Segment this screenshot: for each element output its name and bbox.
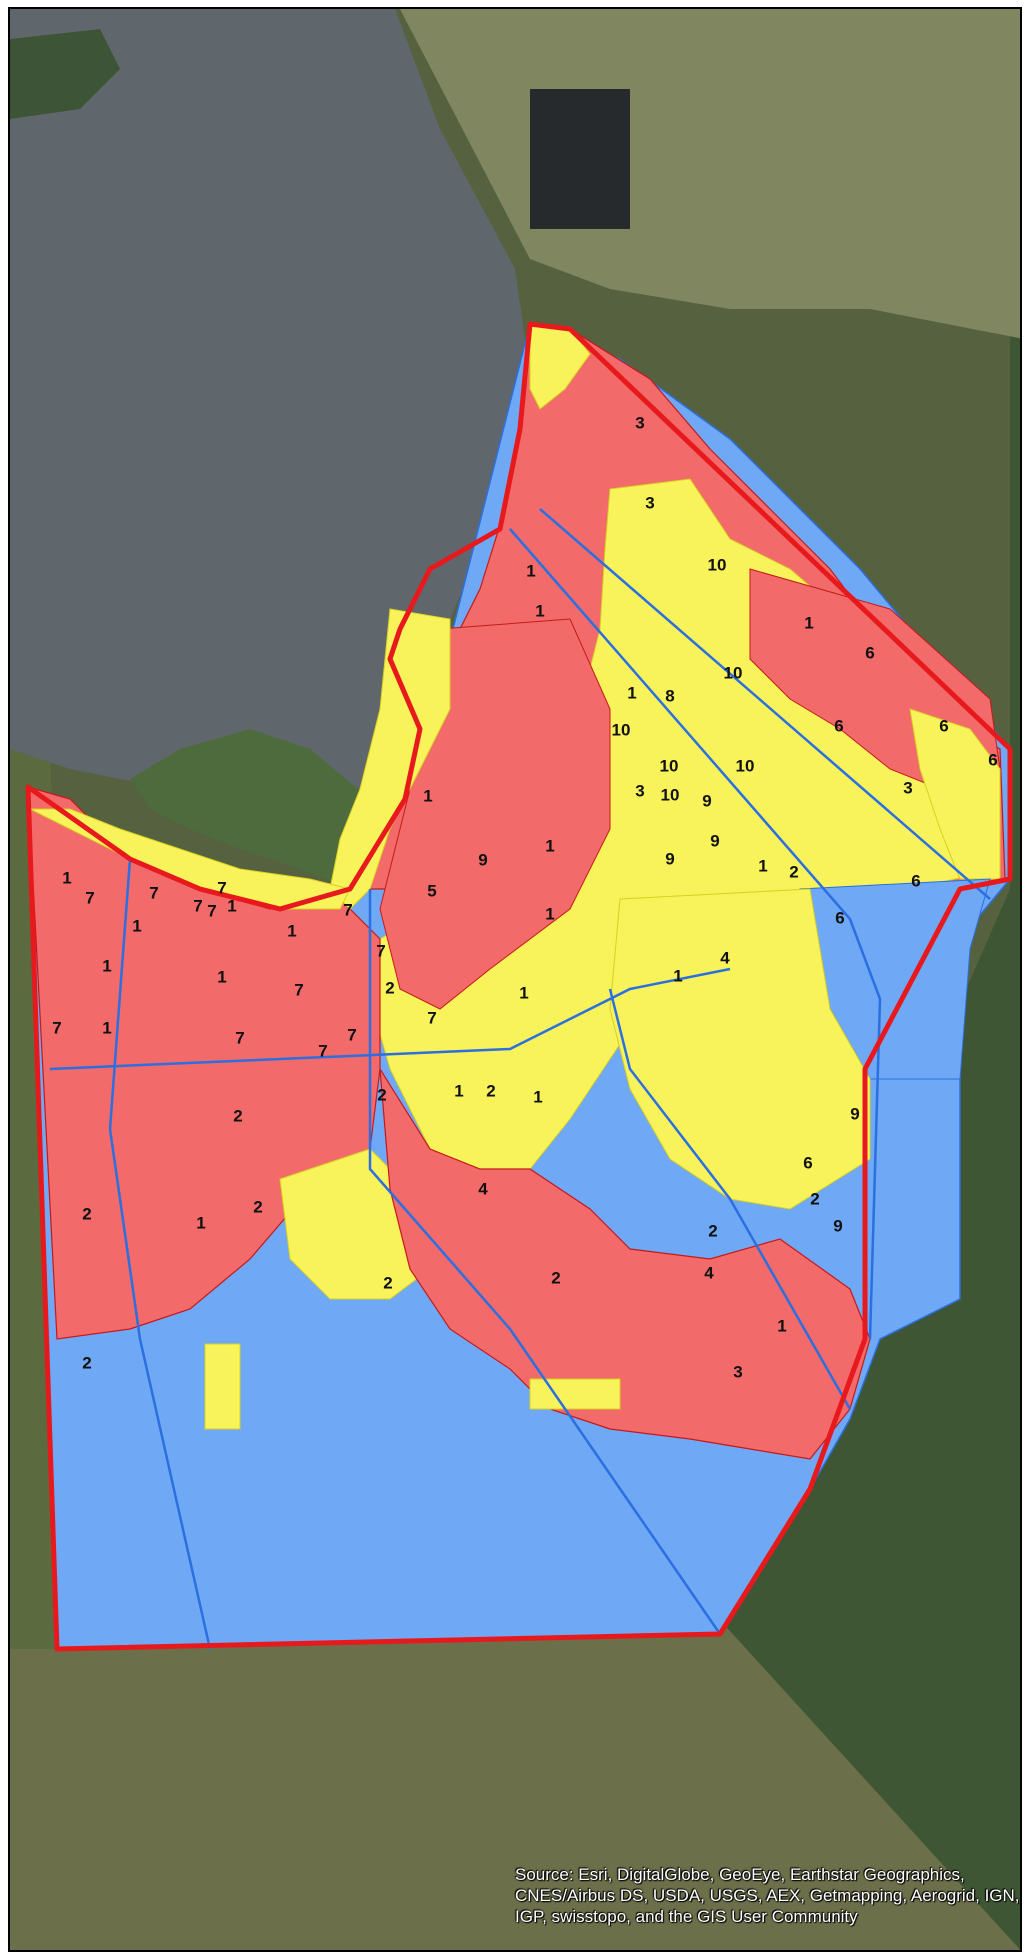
- study-area-boundary: [25, 321, 1013, 1652]
- zone-label: 8: [665, 686, 674, 705]
- zone-label: 1: [287, 921, 296, 940]
- zone-label: 3: [733, 1362, 742, 1381]
- zone-label: 10: [708, 555, 727, 574]
- zone-label: 2: [377, 1085, 386, 1104]
- zone-label: 1: [545, 836, 554, 855]
- zone-label: 1: [519, 983, 528, 1002]
- zone-label: 2: [82, 1204, 91, 1223]
- zone-label: 1: [102, 956, 111, 975]
- zone-label: 7: [318, 1041, 327, 1060]
- canal-line-b: [539, 508, 991, 900]
- zone-label: 7: [347, 1025, 356, 1044]
- zone-labels: 3 3 10 1 1 1 6 10 1 8 10 6 6 6 10 10 3 1…: [52, 413, 997, 1381]
- zone-label: 1: [227, 896, 236, 915]
- lake-northwest-inlet: [10, 29, 120, 119]
- canal-lines: [49, 508, 991, 1650]
- zone-label: 9: [702, 791, 711, 810]
- zone-label: 3: [903, 778, 912, 797]
- zone-label: 5: [427, 881, 436, 900]
- zone-label: 1: [132, 916, 141, 935]
- zone-label: 7: [235, 1028, 244, 1047]
- zone-label: 1: [454, 1081, 463, 1100]
- zone-label: 6: [803, 1153, 812, 1172]
- zone-label: 2: [383, 1273, 392, 1292]
- zone-label: 1: [627, 683, 636, 702]
- zone-label: 7: [376, 941, 385, 960]
- zone-label: 7: [85, 888, 94, 907]
- zone-label: 1: [545, 904, 554, 923]
- zone-label: 1: [804, 613, 813, 632]
- zone-label: 1: [102, 1018, 111, 1037]
- canal-line-e: [368, 889, 722, 1635]
- zone-label: 3: [635, 413, 644, 432]
- zone-label: 1: [526, 561, 535, 580]
- zone-label: 7: [207, 901, 216, 920]
- canal-line-a: [509, 528, 882, 1340]
- canal-line-c: [49, 967, 731, 1071]
- lake-shore-vegetation: [130, 729, 390, 889]
- yellow-zone-south-strip[interactable]: [529, 1378, 621, 1410]
- canal-line-d: [108, 858, 212, 1650]
- zone-label: 7: [343, 900, 352, 919]
- zone-label: 6: [911, 871, 920, 890]
- zone-label: 4: [478, 1179, 488, 1198]
- zone-label: 1: [196, 1213, 205, 1232]
- zone-label: 6: [865, 643, 874, 662]
- yellow-zone-west-strip[interactable]: [204, 1343, 241, 1430]
- zone-label: 10: [724, 663, 743, 682]
- zone-label: 2: [486, 1081, 495, 1100]
- zone-label: 9: [833, 1216, 842, 1235]
- zone-label: 9: [665, 849, 674, 868]
- zone-label: 2: [551, 1268, 560, 1287]
- zone-label: 10: [612, 720, 631, 739]
- zone-label: 6: [834, 716, 843, 735]
- zone-label: 1: [62, 868, 71, 887]
- yellow-zone-northwest-town[interactable]: [329, 608, 451, 910]
- southern-fields: [10, 1609, 1020, 1950]
- zone-label: 3: [645, 493, 654, 512]
- zone-label: 6: [988, 750, 997, 769]
- east-forest: [570, 9, 1020, 1950]
- zone-label: 7: [427, 1008, 436, 1027]
- zone-label: 2: [810, 1189, 819, 1208]
- zone-label: 1: [535, 601, 544, 620]
- yellow-zone-east-strip[interactable]: [909, 708, 1001, 880]
- zone-label: 2: [708, 1221, 717, 1240]
- zone-label: 9: [850, 1104, 859, 1123]
- zone-label: 10: [736, 756, 755, 775]
- zone-label: 7: [149, 883, 158, 902]
- zone-label: 1: [533, 1087, 542, 1106]
- map-frame[interactable]: 3 3 10 1 1 1 6 10 1 8 10 6 6 6 10 10 3 1…: [8, 7, 1022, 1952]
- zone-label: 3: [635, 781, 644, 800]
- zone-label: 9: [478, 850, 487, 869]
- zone-label: 6: [835, 908, 844, 927]
- dark-pond: [530, 89, 630, 229]
- zone-label: 7: [217, 878, 226, 897]
- zone-label: 7: [52, 1018, 61, 1037]
- zone-label: 9: [710, 831, 719, 850]
- zone-label: 2: [385, 978, 394, 997]
- map-canvas[interactable]: 3 3 10 1 1 1 6 10 1 8 10 6 6 6 10 10 3 1…: [10, 9, 1022, 1952]
- zone-label: 2: [233, 1106, 242, 1125]
- zone-label: 1: [758, 856, 767, 875]
- map-attribution: Source: Esri, DigitalGlobe, GeoEye, Eart…: [515, 1865, 1020, 1926]
- canal-line-f: [608, 988, 852, 1410]
- zone-label: 2: [82, 1353, 91, 1372]
- zone-label: 4: [704, 1263, 714, 1282]
- zone-label: 7: [193, 896, 202, 915]
- zone-label: 2: [789, 862, 798, 881]
- zone-label: 1: [217, 967, 226, 986]
- zone-label: 10: [660, 756, 679, 775]
- zone-label: 10: [661, 785, 680, 804]
- zone-label: 6: [939, 716, 948, 735]
- zone-label: 7: [294, 980, 303, 999]
- zone-label: 2: [253, 1197, 262, 1216]
- zone-label: 1: [423, 786, 432, 805]
- zone-label: 4: [720, 948, 730, 967]
- zone-label: 1: [777, 1316, 786, 1335]
- zoning-layer: [27, 322, 1011, 1650]
- zone-label: 1: [673, 966, 682, 985]
